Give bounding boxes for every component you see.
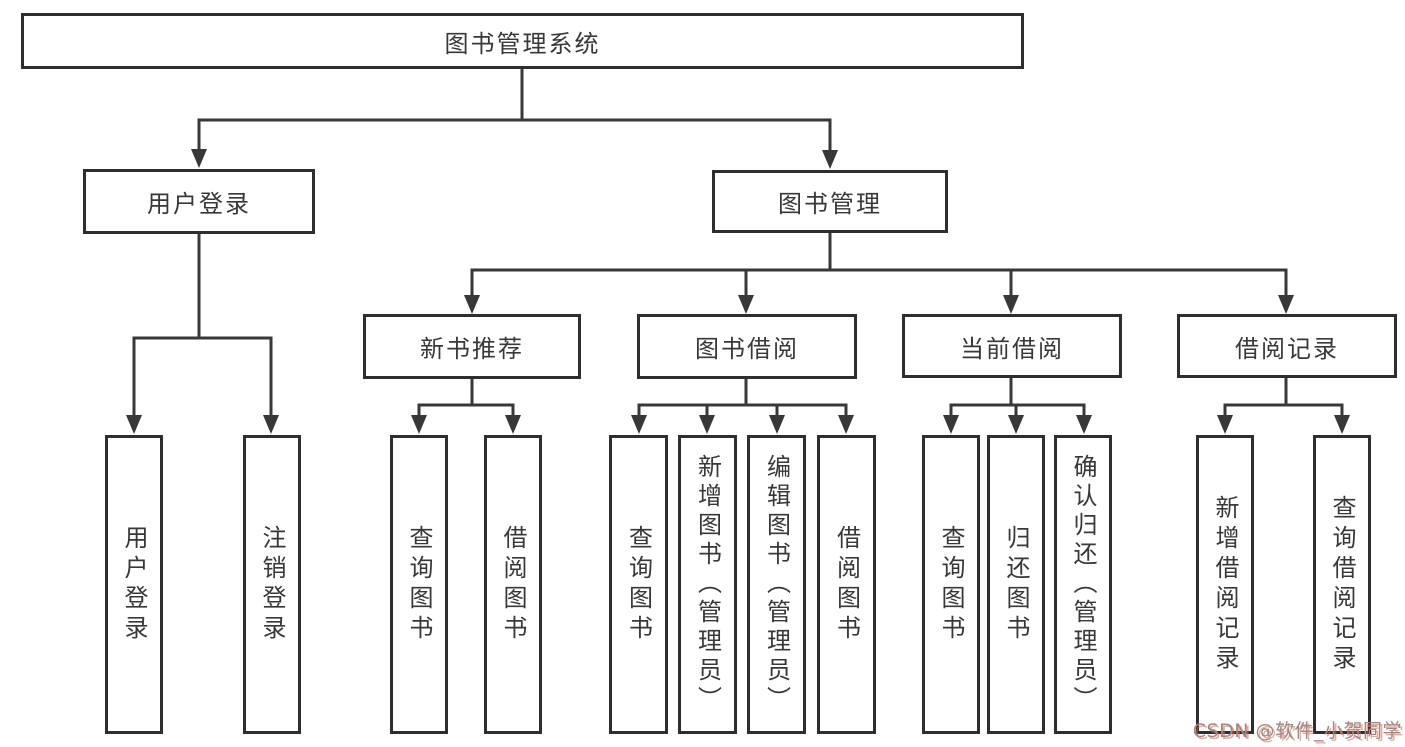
node-book-management: 图书管理 [712,170,948,233]
node-new-book-recommend: 新书推荐 [363,314,581,379]
node-borrowing-records-label: 借阅记录 [1235,334,1339,363]
leaf-rec-borrow-books-label: 借阅图书 [499,524,527,645]
leaf-logout: 注销登录 [243,435,301,734]
leaf-current-return-books-label: 归还图书 [1002,524,1030,645]
leaf-current-confirm-return-admin: 确认归还（管理员） [1054,435,1112,734]
leaf-rec-query-books: 查询图书 [390,435,448,734]
leaf-records-query-record: 查询借阅记录 [1313,435,1371,734]
node-book-management-label: 图书管理 [778,190,882,218]
node-borrowing-records: 借阅记录 [1177,314,1397,378]
leaf-records-add-record: 新增借阅记录 [1196,435,1254,734]
node-library-system: 图书管理系统 [21,13,1024,69]
watermark: CSDN @软件_小贺同学 [1192,720,1402,742]
leaf-records-query-record-label: 查询借阅记录 [1328,494,1356,675]
node-current-borrowing-label: 当前借阅 [960,334,1064,363]
node-book-borrowing-label: 图书借阅 [695,335,799,363]
arrowheads [126,149,1350,434]
node-new-book-recommend-label: 新书推荐 [420,335,524,363]
leaf-borrow-query-books: 查询图书 [609,435,668,734]
node-current-borrowing: 当前借阅 [902,314,1122,378]
leaf-rec-query-books-label: 查询图书 [405,524,433,645]
leaf-borrow-borrow-books-label: 借阅图书 [832,524,861,645]
leaf-records-add-record-label: 新增借阅记录 [1211,494,1239,675]
node-library-system-label: 图书管理系统 [444,29,601,58]
leaf-current-query-books: 查询图书 [922,435,980,734]
leaf-user-login-label: 用户登录 [120,524,148,645]
leaf-borrow-edit-books-admin: 编辑图书（管理员） [747,435,806,734]
node-user-login-label: 用户登录 [147,190,251,218]
leaf-borrow-query-books-label: 查询图书 [624,524,653,645]
leaf-user-login: 用户登录 [105,435,163,734]
node-user-login: 用户登录 [83,169,315,234]
leaf-current-return-books: 归还图书 [987,435,1045,734]
node-book-borrowing: 图书借阅 [637,314,857,379]
leaf-rec-borrow-books: 借阅图书 [484,435,542,734]
leaf-current-query-books-label: 查询图书 [937,524,965,645]
leaf-borrow-borrow-books: 借阅图书 [817,435,876,734]
leaf-borrow-add-books-admin-label: 新增图书（管理员） [693,454,722,715]
leaf-borrow-add-books-admin: 新增图书（管理员） [678,435,737,734]
leaf-borrow-edit-books-admin-label: 编辑图书（管理员） [762,454,791,715]
leaf-logout-label: 注销登录 [258,524,286,645]
leaf-current-confirm-return-admin-label: 确认归还（管理员） [1069,454,1097,715]
